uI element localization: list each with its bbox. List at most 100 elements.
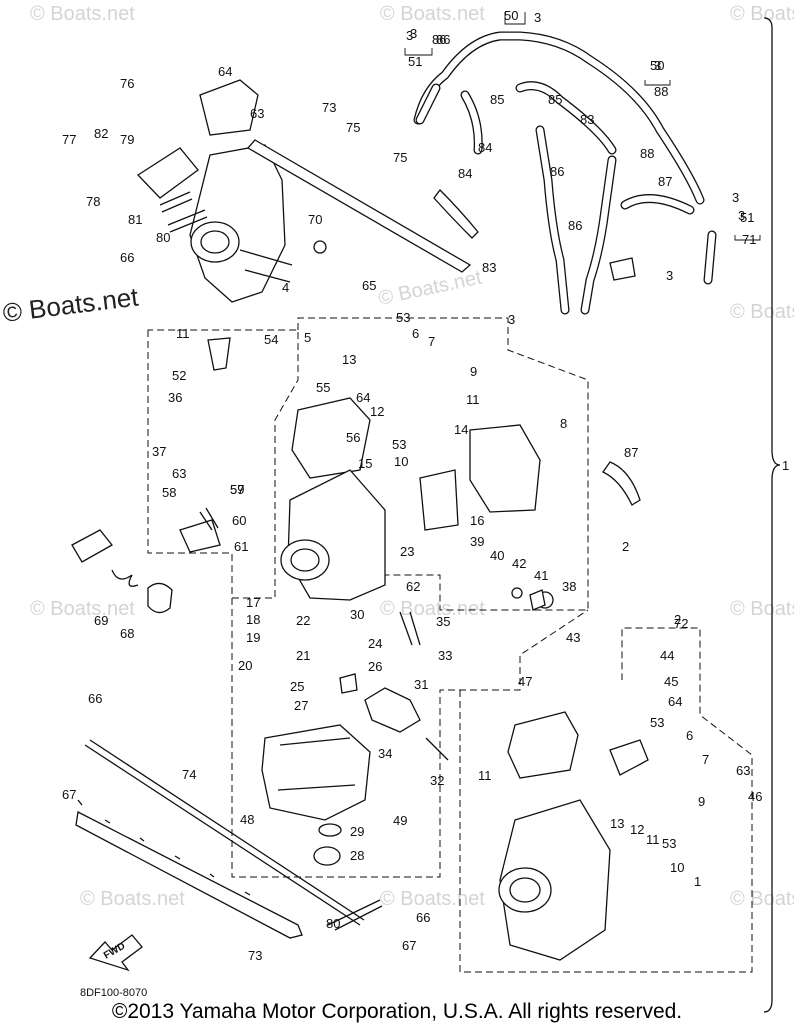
part-callout: 80 [326, 916, 340, 931]
part-callout: 40 [490, 548, 504, 563]
carburetor-upper-left [136, 79, 472, 303]
part-callout: 17 [246, 595, 260, 610]
part-callout: 64 [668, 694, 682, 709]
part-callout: 2 [622, 539, 629, 554]
part-callout: 26 [368, 659, 382, 674]
part-callout: 11 [176, 326, 190, 341]
reference-brackets [404, 12, 761, 241]
part-callout: 7 [702, 752, 709, 767]
part-callout: 81 [128, 212, 142, 227]
part-callout: 64 [356, 390, 370, 405]
assembly-bracket [763, 17, 781, 1013]
part-callout: 10 [670, 860, 684, 875]
part-callout: 3 [406, 28, 413, 43]
part-callout: 80 [156, 230, 170, 245]
part-callout: 56 [346, 430, 360, 445]
part-callout: 78 [86, 194, 100, 209]
subassembly-boundary-upper-center [297, 317, 589, 611]
part-callout: 3 [732, 190, 739, 205]
part-callout: 32 [430, 773, 444, 788]
part-callout: 38 [562, 579, 576, 594]
part-callout: 53 [392, 437, 406, 452]
subassembly-boundary-lower-right [459, 627, 753, 973]
part-callout: 6 [412, 326, 419, 341]
part-callout: 88 [654, 84, 668, 99]
part-callout: 83 [580, 112, 594, 127]
part-callout: 21 [296, 648, 310, 663]
part-callout: 45 [664, 674, 678, 689]
part-callout: 84 [458, 166, 472, 181]
part-callout: 13 [610, 816, 624, 831]
part-callout: 75 [346, 120, 360, 135]
part-callout: 88 [640, 146, 654, 161]
watermark: © Boats.net [380, 3, 485, 25]
watermark: © Boats.net [376, 266, 484, 309]
part-callout: 29 [350, 824, 364, 839]
part-callout: 50 [504, 8, 518, 23]
carburetor-lower-right [498, 711, 649, 961]
watermark: © Boats.net [30, 598, 135, 620]
part-callout: 53 [662, 836, 676, 851]
part-callout: 34 [378, 746, 392, 761]
part-callout: 85 [490, 92, 504, 107]
part-callout: 49 [393, 813, 407, 828]
part-callout: 53 [650, 715, 664, 730]
part-callout: 63 [172, 466, 186, 481]
part-callout: 59 [230, 482, 244, 497]
watermark: © Boats.net [730, 301, 794, 323]
part-callout: 50 [650, 58, 664, 73]
part-callout: 86 [432, 32, 446, 47]
subassembly-label: 3 [508, 312, 515, 327]
part-callout: 60 [232, 513, 246, 528]
float-bowl [261, 724, 371, 866]
part-callout: 84 [478, 140, 492, 155]
part-callout: 74 [182, 767, 196, 782]
part-callout: 73 [248, 948, 262, 963]
part-callout: 12 [630, 822, 644, 837]
part-callout: 27 [294, 698, 308, 713]
subassembly-label: 3 [654, 58, 661, 73]
part-callout: 43 [566, 630, 580, 645]
part-callout: 67 [62, 787, 76, 802]
part-callout: 7 [428, 334, 435, 349]
watermark-main: © Boats.net [1, 281, 141, 327]
part-callout: 55 [316, 380, 330, 395]
part-callout: 42 [512, 556, 526, 571]
part-callout: 6 [686, 728, 693, 743]
part-callout: 30 [350, 607, 364, 622]
part-callout: 54 [264, 332, 278, 347]
part-callout: 14 [454, 422, 468, 437]
part-callout: 35 [436, 614, 450, 629]
part-callout: 28 [350, 848, 364, 863]
part-callout: 36 [168, 390, 182, 405]
part-callout: 79 [120, 132, 134, 147]
fwd-arrow: FWD [88, 934, 143, 972]
part-callout: 70 [308, 212, 322, 227]
part-callout: 18 [246, 612, 260, 627]
part-callout: 8 [560, 416, 567, 431]
part-callout: 22 [296, 613, 310, 628]
watermark: © Boats.net [380, 888, 485, 910]
watermark: © Boats.net [730, 888, 794, 910]
part-callout: 71 [742, 232, 756, 247]
part-callout: 66 [120, 250, 134, 265]
part-callout: 11 [478, 768, 492, 783]
part-callout: 12 [370, 404, 384, 419]
part-callout: 39 [470, 534, 484, 549]
part-callout: 13 [342, 352, 356, 367]
part-callout: 37 [152, 444, 166, 459]
part-callout: 16 [470, 513, 484, 528]
part-callout: 51 [408, 54, 422, 69]
part-callout: 64 [218, 64, 232, 79]
part-callout: 87 [624, 445, 638, 460]
diagram-code: 8DF100-8070 [80, 987, 147, 999]
part-callout: 24 [368, 636, 382, 651]
part-callout: 25 [290, 679, 304, 694]
part-callout: 82 [94, 126, 108, 141]
part-callout: 86 [568, 218, 582, 233]
carburetor-middle [280, 397, 541, 601]
part-callout: 62 [406, 579, 420, 594]
subassembly-label: 3 [410, 26, 417, 41]
part-callout: 53 [396, 310, 410, 325]
